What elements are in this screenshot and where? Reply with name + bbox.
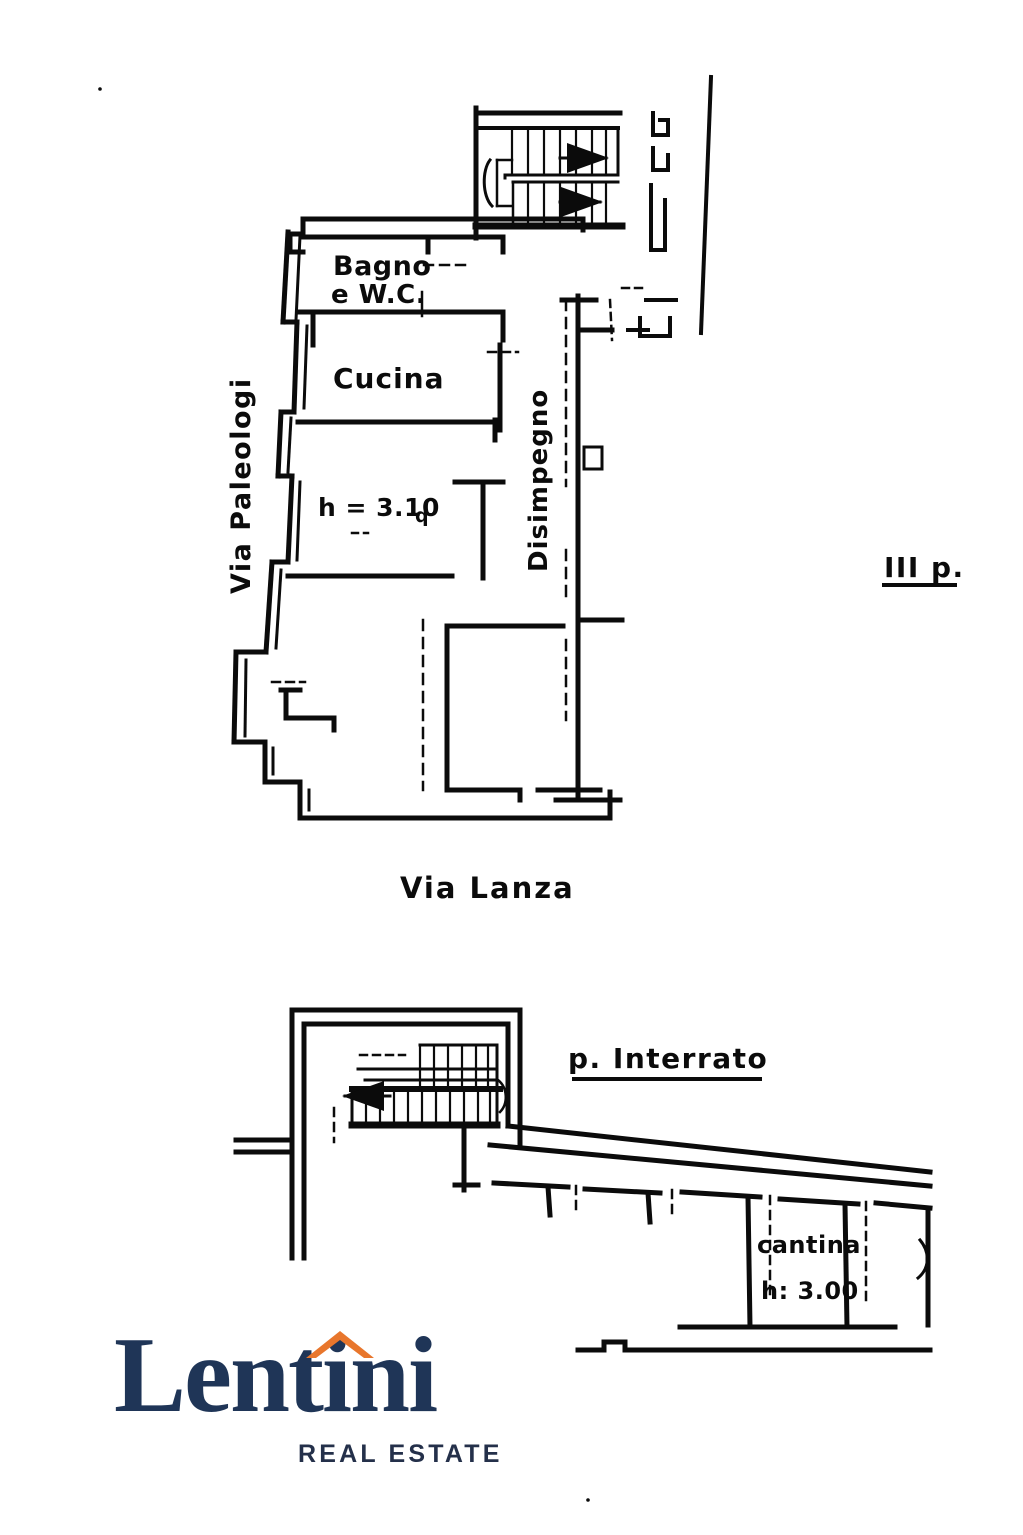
landing-jambs — [649, 111, 670, 252]
label-floor-III: III p. — [884, 551, 965, 584]
label-height-note: h = 3.10 — [318, 493, 440, 522]
logo-wordmark: Lentini — [114, 1316, 438, 1435]
label-cantina-height: h: 3.00 — [761, 1277, 859, 1305]
boundary-line-right — [698, 74, 714, 336]
room-lower-center — [444, 623, 603, 803]
cellar-partitions — [491, 1180, 933, 1330]
right-side-stubs — [626, 298, 678, 338]
logo-tagline: REAL ESTATE — [298, 1440, 503, 1468]
label-cucina: Cucina — [333, 362, 445, 395]
label-cantina: cantina — [757, 1231, 861, 1259]
label-height-note-suffix: q — [415, 505, 429, 527]
label-via-lanza: Via Lanza — [400, 871, 575, 905]
ink-speck-bottom — [586, 1498, 590, 1502]
lower-plan-labels: p. Interrato cantina h: 3.00 — [568, 1042, 861, 1305]
cantina-door-swing — [915, 1237, 929, 1281]
basement-bottom-wall — [575, 1339, 933, 1353]
basement-outline — [289, 1007, 933, 1261]
disimpegno-right-wall — [553, 293, 625, 803]
wall-niche — [582, 445, 604, 471]
central-partition — [452, 479, 506, 581]
bagno-wc-walls — [295, 234, 506, 343]
staircase-basement — [342, 1043, 507, 1129]
lower-floor-plan — [233, 1007, 933, 1353]
label-bagno-line2: e W.C. — [331, 280, 426, 310]
upper-plan-labels: Bagno e W.C. Cucina h = 3.10 q Disimpegn… — [226, 251, 965, 905]
left-exterior-wall — [231, 229, 613, 821]
room-lower-left-walls — [278, 573, 455, 733]
basement-left-stubs — [233, 1130, 295, 1163]
cucina-walls — [295, 310, 503, 433]
label-disimpegno: Disimpegno — [524, 389, 554, 572]
left-wall-inner — [243, 234, 311, 812]
upper-floor-plan — [231, 74, 714, 821]
label-via-paleologi: Via Paleologi — [226, 377, 257, 594]
ink-speck — [98, 87, 102, 91]
label-p-interrato: p. Interrato — [568, 1042, 768, 1075]
dashed-right-stub — [608, 286, 650, 342]
dashed-cellar-dividers — [574, 1184, 868, 1302]
basement-pillar — [452, 1122, 481, 1193]
cantina-enclosure — [677, 1205, 931, 1330]
lentini-logo: Lentini REAL ESTATE — [112, 1316, 499, 1502]
label-bagno-line1: Bagno — [333, 251, 431, 282]
